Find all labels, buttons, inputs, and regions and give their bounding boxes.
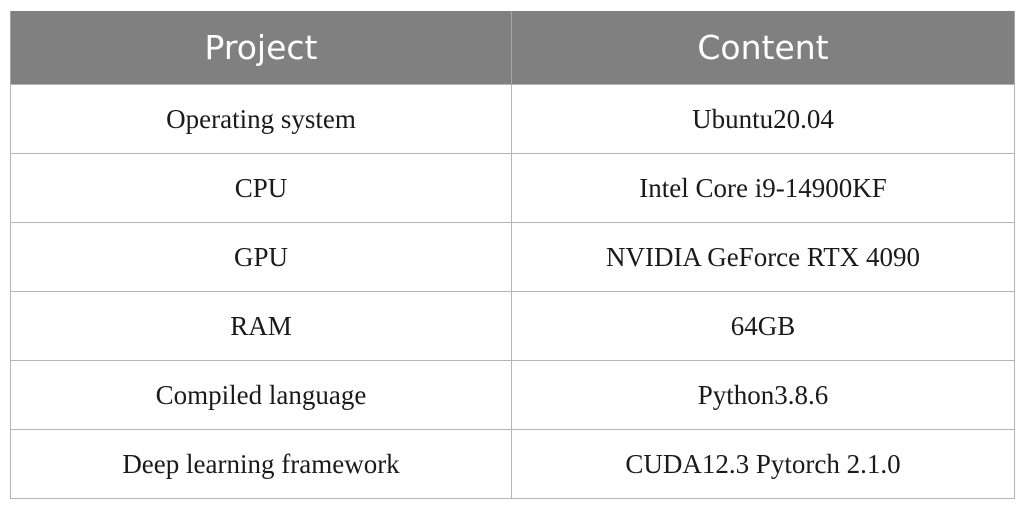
cell-content: Intel Core i9-14900KF	[511, 153, 1015, 223]
table-row: Deep learning framework CUDA12.3 Pytorch…	[10, 429, 1015, 499]
cell-project: CPU	[10, 153, 512, 223]
cell-project: Operating system	[10, 84, 512, 154]
table-row: GPU NVIDIA GeForce RTX 4090	[10, 222, 1015, 292]
cell-content: NVIDIA GeForce RTX 4090	[511, 222, 1015, 292]
table-row: RAM 64GB	[10, 291, 1015, 361]
cell-project: Deep learning framework	[10, 429, 512, 499]
table-header: Project Content	[10, 11, 1015, 85]
table-row: Compiled language Python3.8.6	[10, 360, 1015, 430]
cell-content: CUDA12.3 Pytorch 2.1.0	[511, 429, 1015, 499]
table-body: Operating system Ubuntu20.04 CPU Intel C…	[10, 84, 1015, 499]
cell-project: RAM	[10, 291, 512, 361]
spec-table-container: Project Content Operating system Ubuntu2…	[10, 11, 1015, 499]
cell-project: Compiled language	[10, 360, 512, 430]
header-row: Project Content	[10, 11, 1015, 85]
cell-content: 64GB	[511, 291, 1015, 361]
header-project: Project	[10, 11, 512, 85]
spec-table: Project Content Operating system Ubuntu2…	[10, 11, 1015, 499]
table-row: CPU Intel Core i9-14900KF	[10, 153, 1015, 223]
cell-content: Ubuntu20.04	[511, 84, 1015, 154]
table-row: Operating system Ubuntu20.04	[10, 84, 1015, 154]
cell-project: GPU	[10, 222, 512, 292]
cell-content: Python3.8.6	[511, 360, 1015, 430]
header-content: Content	[511, 11, 1015, 85]
